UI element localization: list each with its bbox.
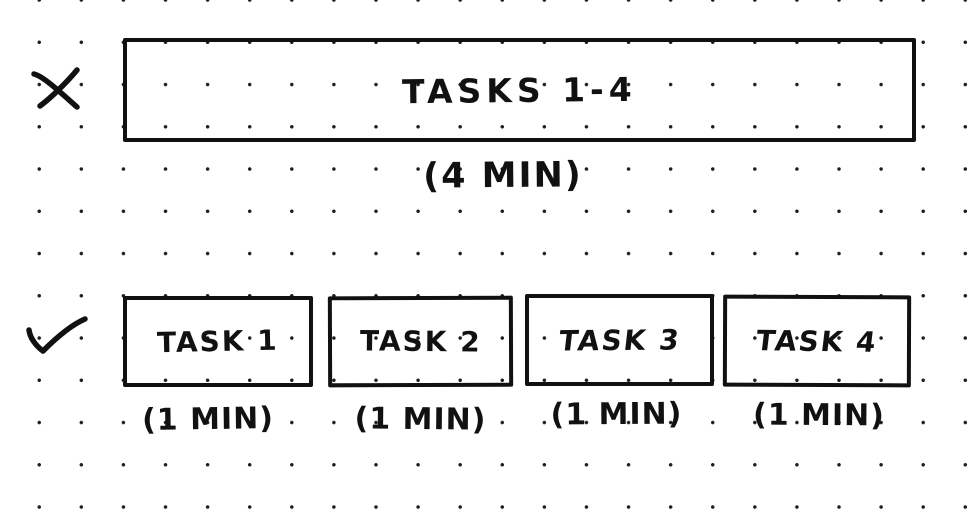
task-4-box: TASK 4 [722, 294, 912, 388]
combined-tasks-box: TASKS 1-4 [123, 38, 916, 142]
task-1-box: TASK 1 [123, 296, 313, 387]
task-1-box-label: TASK 1 [156, 323, 280, 360]
task-4-duration-label: (1 MIN) [752, 397, 886, 434]
task-3-box: TASK 3 [525, 294, 714, 386]
task-2-duration-label: (1 MIN) [354, 401, 487, 438]
task-3-box-label: TASK 3 [556, 322, 683, 358]
x-mark-icon [30, 64, 86, 114]
check-mark-icon [25, 314, 89, 358]
task-2-box-label: TASK 2 [359, 324, 482, 359]
combined-tasks-box-label: TASKS 1-4 [401, 69, 638, 111]
task-3-duration-label: (1 MIN) [550, 396, 683, 433]
task-1-duration-label: (1 MIN) [141, 401, 275, 438]
task-4-box-label: TASK 4 [754, 323, 880, 359]
combined-tasks-duration-label: (4 MIN) [422, 155, 584, 197]
task-2-box: TASK 2 [327, 295, 514, 388]
